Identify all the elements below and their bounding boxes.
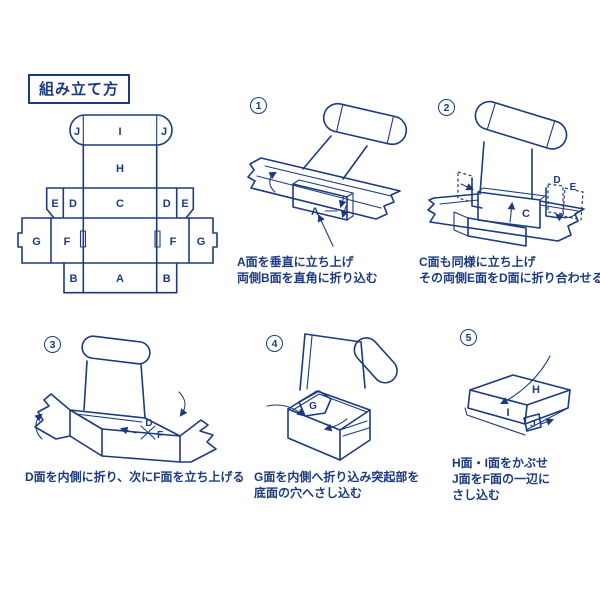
right-slot xyxy=(154,230,161,248)
caption-line: J面をF面の一辺に xyxy=(452,472,551,486)
fold-arrow-icon xyxy=(340,205,349,219)
rounded-tab xyxy=(322,102,408,146)
template-outline xyxy=(17,114,218,294)
panel-label-j: J xyxy=(74,126,80,138)
flat-sheet xyxy=(247,157,401,220)
step-1-caption: A面を垂直に立ち上げ 両側B面を直角に折り込む xyxy=(237,254,378,286)
flat-sheet xyxy=(433,193,479,199)
box-top-face xyxy=(469,374,571,406)
caption-line: 両側B面を直角に折り込む xyxy=(237,271,378,285)
rounded-tab xyxy=(69,114,173,146)
step-2-caption: C面も同様に立ち上げ その両側E面をD面に折り合わせる xyxy=(419,254,600,286)
left-flap xyxy=(34,393,71,440)
caption-line: G面を内側へ折り込み突起部を xyxy=(254,470,420,484)
panel-label-f: F xyxy=(157,430,163,441)
panel-label-e: E xyxy=(181,198,188,210)
panel-label-h: H xyxy=(116,163,124,175)
fold-arrow-icon xyxy=(540,418,555,426)
fold-arrow-icon xyxy=(555,210,580,222)
panel-label-j: J xyxy=(161,126,167,138)
panel-label-c: C xyxy=(116,198,124,210)
fold-arrow-icon xyxy=(178,391,188,417)
fold-arrow-icon xyxy=(266,404,305,417)
panel-label-c: C xyxy=(522,208,530,220)
rounded-tab xyxy=(474,100,568,150)
left-slot xyxy=(79,230,87,248)
panel-label-b: B xyxy=(70,273,78,285)
step-4-diagram: G xyxy=(266,333,398,461)
panel-e-dashed xyxy=(562,187,584,221)
panel-d-dashed xyxy=(547,183,564,215)
right-flap xyxy=(179,419,217,463)
panel-label-f: F xyxy=(64,236,71,248)
step-2-diagram: C D E xyxy=(427,100,585,247)
panel-label-i: I xyxy=(118,126,121,138)
step-3-diagram: D F xyxy=(34,335,217,463)
caption-line: D面を内側に折り、次にF面を立ち上げる xyxy=(25,470,245,484)
step-5-number: 5 xyxy=(460,329,477,346)
step-2-number: 2 xyxy=(438,99,455,116)
caption-line: H面・I面をかぶせ xyxy=(452,456,549,470)
panel-label-i: I xyxy=(506,407,509,419)
panel-label-h: H xyxy=(532,384,540,396)
panel-label-j: J xyxy=(530,419,536,430)
panel-c-standing xyxy=(477,191,541,229)
step-3-number: 3 xyxy=(44,336,61,353)
fold-arrow-icon xyxy=(460,183,475,191)
rounded-tab xyxy=(81,335,151,365)
panel-label-a: A xyxy=(311,206,319,218)
lift-arrow-icon xyxy=(317,214,334,247)
fold-arrow-icon xyxy=(338,195,347,209)
panel-j-tab xyxy=(523,413,542,432)
fold-arrow-icon xyxy=(500,355,551,404)
caption-line: その両側E面をD面に折り合わせる xyxy=(419,271,600,285)
panel-label-g: G xyxy=(309,401,317,412)
caption-line: A面を垂直に立ち上げ xyxy=(237,255,354,269)
step-1-diagram: A xyxy=(247,102,408,247)
panel-label-b: B xyxy=(163,273,171,285)
panel-label-g: G xyxy=(32,236,41,248)
panel-label-e: E xyxy=(51,198,58,210)
panel-label-d: D xyxy=(163,198,171,210)
caption-line: 底面の穴へさし込む xyxy=(254,486,363,500)
tray-rim xyxy=(69,409,181,437)
fold-arrow-icon xyxy=(323,418,348,432)
panel-label-d: D xyxy=(145,418,152,429)
lift-arrow-icon xyxy=(507,201,516,223)
panel-label-g: G xyxy=(197,236,206,248)
step-4-caption: G面を内側へ折り込み突起部を 底面の穴へさし込む xyxy=(254,469,419,501)
caption-line: C面も同様に立ち上げ xyxy=(419,255,536,269)
panel-e-dashed xyxy=(457,171,473,203)
step-4-number: 4 xyxy=(266,335,283,352)
panel-label-e: E xyxy=(570,182,577,193)
fold-arrow-icon xyxy=(119,426,137,435)
panel-label-f: F xyxy=(170,236,177,248)
flat-template-diagram: J I J H E D C D E G F F G B A B xyxy=(17,114,218,294)
step-5-diagram: J H I xyxy=(464,355,571,436)
step-3-caption: D面を内側に折り、次にF面を立ち上げる xyxy=(25,469,245,485)
fold-arrow-icon xyxy=(34,413,43,440)
panel-label-d: D xyxy=(69,198,77,210)
step-1-number: 1 xyxy=(250,97,267,114)
panel-label-d: D xyxy=(553,175,560,186)
caption-line: さし込む xyxy=(452,488,501,502)
lid-standing xyxy=(299,333,306,391)
step-5-caption: H面・I面をかぶせ J面をF面の一辺に さし込む xyxy=(452,455,550,503)
box-front-face xyxy=(467,389,528,425)
page-title: 組み立て方 xyxy=(28,74,131,104)
left-g-flap xyxy=(17,217,52,264)
box-base-lip xyxy=(464,407,526,436)
panel-label-a: A xyxy=(116,273,124,285)
right-g-flap xyxy=(188,217,218,264)
fold-arrow-icon xyxy=(268,171,277,193)
